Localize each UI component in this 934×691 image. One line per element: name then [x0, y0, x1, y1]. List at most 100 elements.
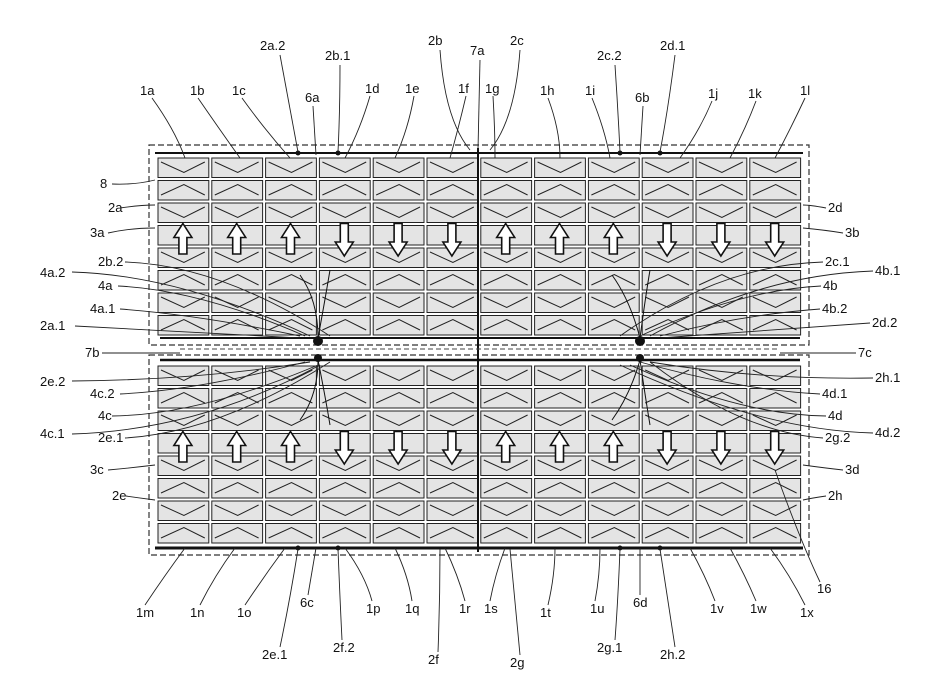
- cell: [481, 501, 532, 521]
- cell: [588, 181, 639, 201]
- cell: [266, 293, 317, 313]
- cell: [212, 389, 263, 409]
- label-4c: 4c: [98, 408, 112, 423]
- cell: [158, 158, 209, 178]
- cell: [427, 316, 478, 336]
- label-2a2: 2a.2: [260, 38, 285, 53]
- label-1e: 1e: [405, 81, 419, 96]
- cell: [588, 158, 639, 178]
- cell: [427, 501, 478, 521]
- cell: [373, 366, 424, 386]
- cell: [212, 316, 263, 336]
- upper-module-grid: [158, 158, 801, 335]
- cell: [750, 293, 801, 313]
- cell: [373, 271, 424, 291]
- cell: [588, 271, 639, 291]
- cell: [427, 524, 478, 544]
- label-6c: 6c: [300, 595, 314, 610]
- cell: [481, 158, 532, 178]
- label-3b: 3b: [845, 225, 859, 240]
- cell: [212, 158, 263, 178]
- label-1a: 1a: [140, 83, 155, 98]
- label-2h2: 2h.2: [660, 647, 685, 662]
- cell: [588, 411, 639, 431]
- label-4b1: 4b.1: [875, 263, 900, 278]
- cell: [750, 158, 801, 178]
- cell: [319, 479, 370, 499]
- cell: [696, 501, 747, 521]
- cell: [696, 411, 747, 431]
- cell: [373, 203, 424, 223]
- cell: [481, 316, 532, 336]
- cell: [588, 316, 639, 336]
- bottom-labels: 1m 1n 1o 6c 1p 1q 1r 1s 1t 1u 6d 1v 1w 1…: [136, 595, 814, 670]
- cell: [696, 366, 747, 386]
- label-2c1: 2c.1: [825, 254, 850, 269]
- label-1o: 1o: [237, 605, 251, 620]
- cell: [588, 203, 639, 223]
- label-4d2: 4d.2: [875, 425, 900, 440]
- cell: [588, 524, 639, 544]
- label-1q: 1q: [405, 601, 419, 616]
- cell: [696, 479, 747, 499]
- cell: [481, 366, 532, 386]
- cell: [212, 524, 263, 544]
- cell: [588, 389, 639, 409]
- label-6a: 6a: [305, 90, 320, 105]
- cell: [696, 203, 747, 223]
- cell: [158, 293, 209, 313]
- cell: [319, 158, 370, 178]
- label-2c: 2c: [510, 33, 524, 48]
- label-2f: 2f: [428, 652, 439, 667]
- cell: [696, 158, 747, 178]
- cell: [642, 479, 693, 499]
- cell: [535, 203, 586, 223]
- label-1d: 1d: [365, 81, 379, 96]
- cell: [373, 479, 424, 499]
- label-1u: 1u: [590, 601, 604, 616]
- label-1i: 1i: [585, 83, 595, 98]
- cell: [266, 479, 317, 499]
- cell: [481, 389, 532, 409]
- cell: [481, 293, 532, 313]
- cell: [750, 316, 801, 336]
- cell: [319, 181, 370, 201]
- cell: [535, 524, 586, 544]
- cell: [427, 411, 478, 431]
- cell: [427, 389, 478, 409]
- cell: [481, 181, 532, 201]
- cell: [319, 501, 370, 521]
- cell: [373, 316, 424, 336]
- label-1g: 1g: [485, 81, 499, 96]
- cell: [427, 479, 478, 499]
- label-1p: 1p: [366, 601, 380, 616]
- label-1n: 1n: [190, 605, 204, 620]
- label-16: 16: [817, 581, 831, 596]
- label-1w: 1w: [750, 601, 767, 616]
- cell: [750, 181, 801, 201]
- cell: [212, 501, 263, 521]
- cell: [535, 366, 586, 386]
- cell: [373, 158, 424, 178]
- label-2a1: 2a.1: [40, 318, 65, 333]
- label-3d: 3d: [845, 462, 859, 477]
- cell: [266, 501, 317, 521]
- cell: [373, 524, 424, 544]
- cell: [481, 271, 532, 291]
- cell: [212, 411, 263, 431]
- cell: [158, 203, 209, 223]
- cell: [212, 203, 263, 223]
- cell: [750, 203, 801, 223]
- label-4d: 4d: [828, 408, 842, 423]
- cell: [266, 158, 317, 178]
- cell: [158, 181, 209, 201]
- cell: [158, 271, 209, 291]
- cell: [319, 203, 370, 223]
- cell: [373, 181, 424, 201]
- label-2g1: 2g.1: [597, 640, 622, 655]
- label-1t: 1t: [540, 605, 551, 620]
- cell: [642, 501, 693, 521]
- cell: [750, 524, 801, 544]
- label-2g: 2g: [510, 655, 524, 670]
